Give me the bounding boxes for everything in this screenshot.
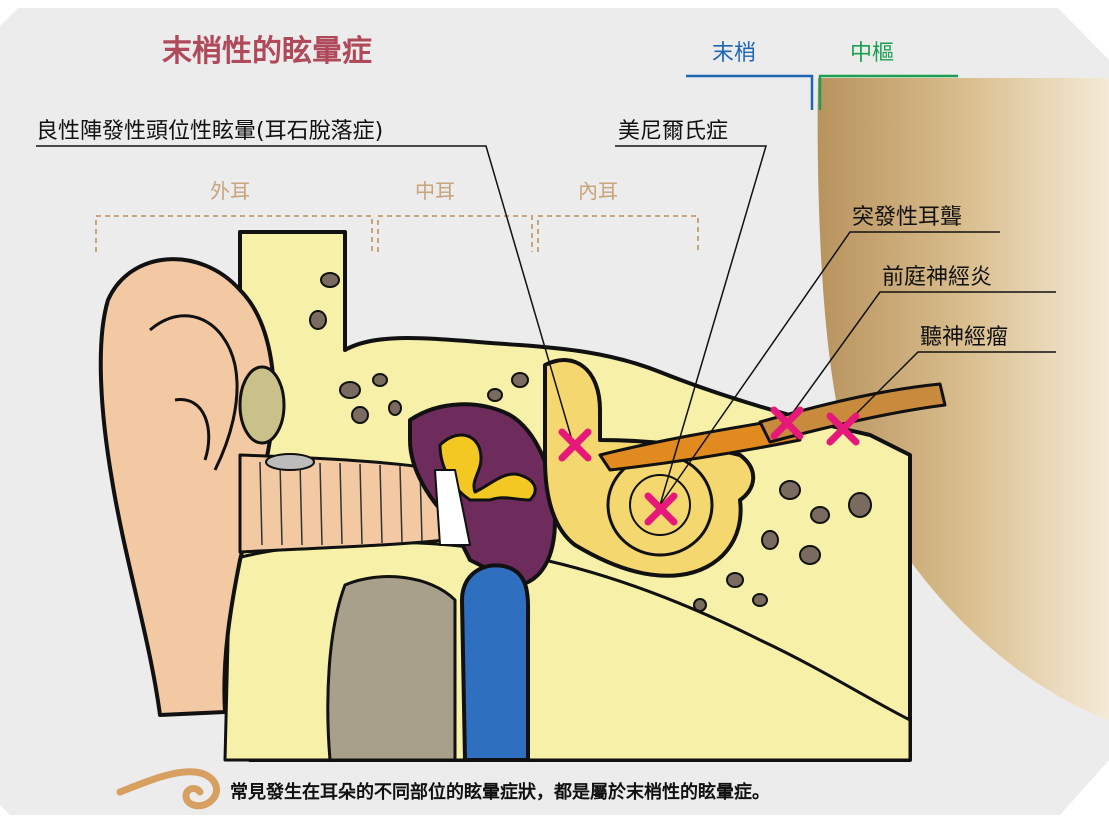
grey-mass (328, 577, 455, 760)
label-sudden-deafness: 突發性耳聾 (852, 205, 962, 230)
legend-central: 中樞 (850, 41, 894, 66)
page-title: 末梢性的眩暈症 (162, 34, 372, 69)
label-acoustic-neuroma: 聽神經瘤 (920, 325, 1008, 350)
region-label-middle: 中耳 (415, 179, 455, 203)
caption: 常見發生在耳朵的不同部位的眩暈症狀，都是屬於末梢性的眩暈症。 (230, 781, 770, 803)
blue-vessel (462, 565, 528, 760)
label-vestibular-neuritis: 前庭神經炎 (882, 265, 992, 290)
legend-peripheral: 末梢 (712, 41, 756, 66)
label-bppv: 良性陣發性頭位性眩暈(耳石脫落症) (36, 119, 383, 144)
region-label-outer: 外耳 (210, 179, 250, 203)
label-meniere: 美尼爾氏症 (618, 119, 728, 144)
region-label-inner: 內耳 (578, 179, 618, 203)
